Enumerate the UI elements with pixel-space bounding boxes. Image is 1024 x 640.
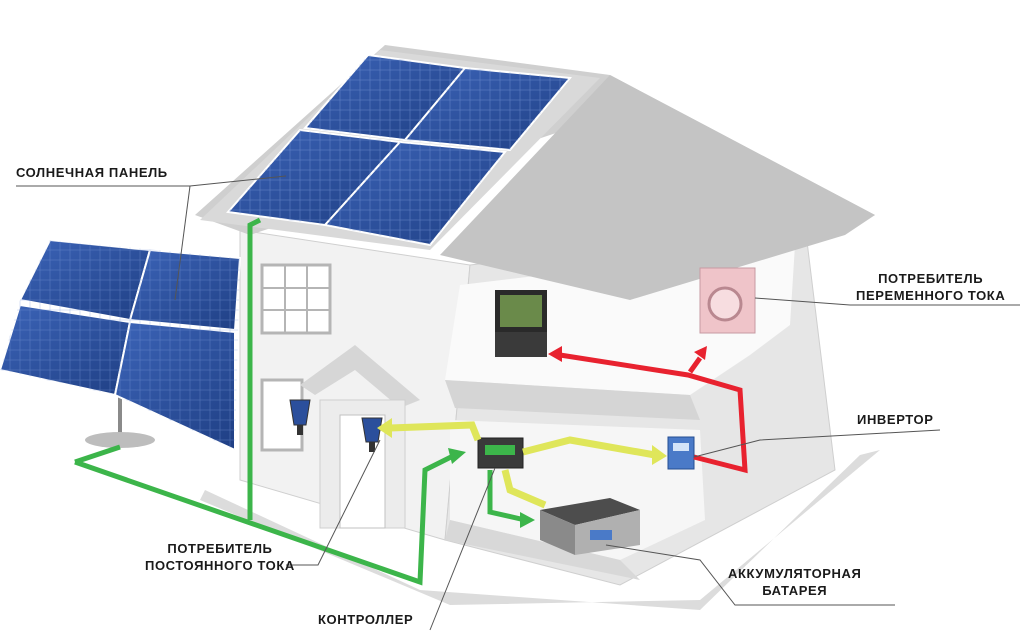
label-battery: АККУМУЛЯТОРНАЯ БАТАРЕЯ (728, 565, 861, 599)
arrow-to-inverter (652, 445, 667, 465)
tv (495, 290, 547, 357)
label-dc-consumer-line1: ПОТРЕБИТЕЛЬ (167, 541, 273, 556)
dc-arrow-battery (520, 512, 535, 528)
label-controller-text: КОНТРОЛЛЕР (318, 612, 414, 627)
window-upper (260, 263, 332, 335)
ground-solar-panel (0, 238, 242, 452)
label-ac-consumer-line1: ПОТРЕБИТЕЛЬ (878, 271, 984, 286)
label-ac-consumer: ПОТРЕБИТЕЛЬ ПЕРЕМЕННОГО ТОКА (856, 270, 1005, 304)
inverter (667, 436, 695, 470)
dc-wiring (74, 217, 526, 586)
battery (540, 498, 640, 555)
ground-shadow (200, 450, 880, 610)
label-solar-panel: СОЛНЕЧНАЯ ПАНЕЛЬ (16, 164, 168, 181)
label-inverter-text: ИНВЕРТОР (857, 412, 934, 427)
controller-output-wiring (389, 421, 656, 509)
label-dc-consumer-line2: ПОСТОЯННОГО ТОКА (145, 558, 295, 573)
label-controller: КОНТРОЛЛЕР (318, 611, 413, 628)
label-inverter: ИНВЕРТОР (857, 411, 934, 428)
ac-arrow-washer (694, 346, 707, 360)
controller (477, 437, 524, 469)
label-solar-panel-text: СОЛНЕЧНАЯ ПАНЕЛЬ (16, 165, 168, 180)
label-battery-line1: АККУМУЛЯТОРНАЯ (728, 566, 862, 581)
washing-machine (699, 267, 756, 334)
label-ac-consumer-line2: ПЕРЕМЕННОГО ТОКА (856, 288, 1006, 303)
label-dc-consumer: ПОТРЕБИТЕЛЬ ПОСТОЯННОГО ТОКА (145, 540, 295, 574)
wall-lamp-left (289, 399, 311, 435)
roof-solar-panels (226, 53, 572, 247)
arrow-to-dc-lamp (377, 418, 392, 438)
wall-lamp-right (361, 417, 383, 452)
ac-arrow-tv (548, 346, 562, 362)
leader-lines (16, 175, 1020, 631)
ac-wiring (559, 352, 748, 474)
dc-arrow-controller (448, 448, 466, 464)
label-battery-line2: БАТАРЕЯ (762, 583, 828, 598)
